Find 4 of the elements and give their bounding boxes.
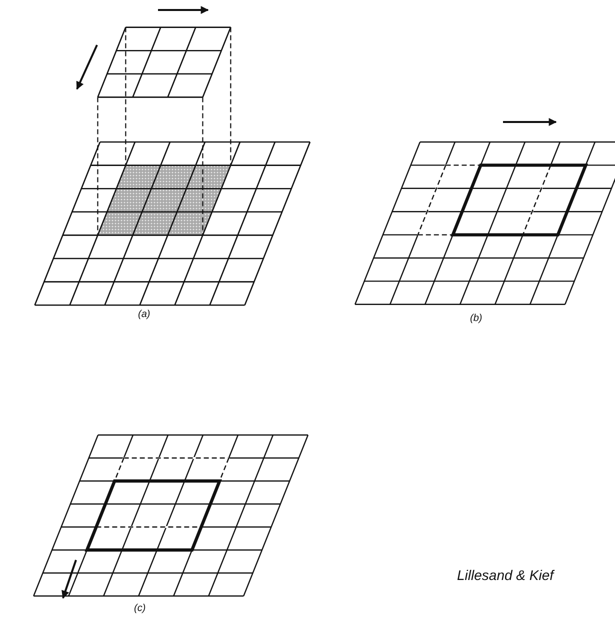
credit-text: Lillesand & Kief xyxy=(457,568,554,582)
panel-label: (a) xyxy=(138,310,150,320)
panel-label: (c) xyxy=(134,604,146,614)
panel-label: (b) xyxy=(470,314,482,324)
